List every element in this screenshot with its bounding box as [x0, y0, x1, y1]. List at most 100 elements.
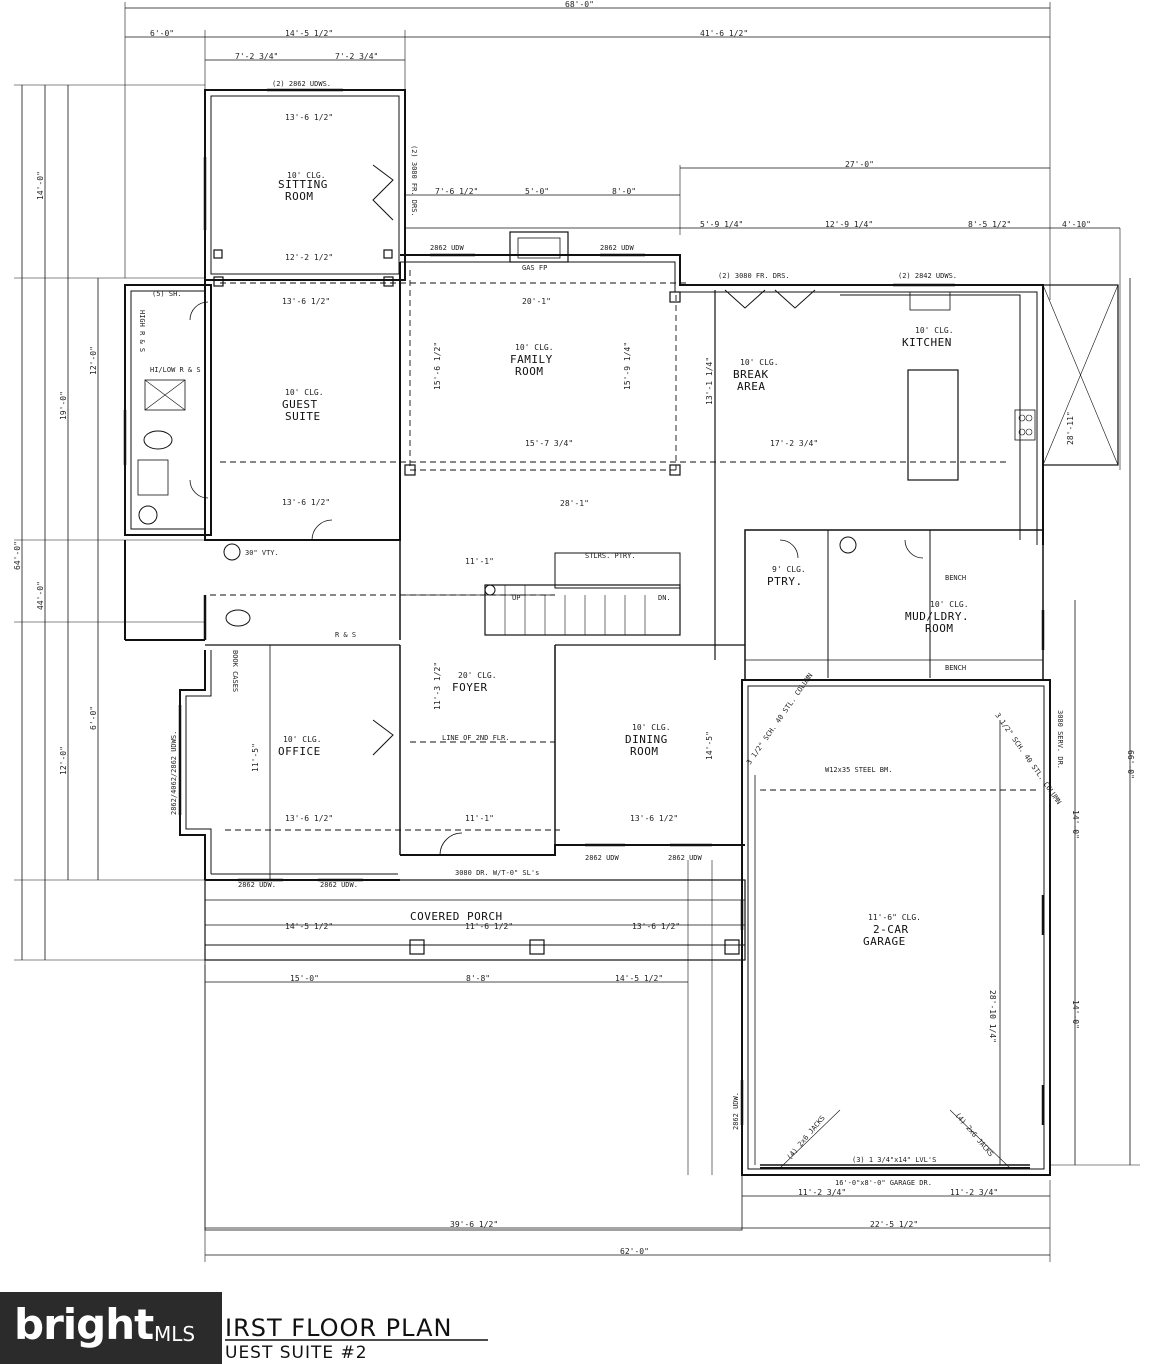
room-name-kitchen: KITCHEN	[902, 336, 952, 349]
room-kitchen: 10' CLG. KITCHEN	[902, 326, 954, 349]
room-garage: 11'-6" CLG. 2-CAR GARAGE	[863, 913, 921, 948]
dim-guest-w: 13'-6 1/2"	[282, 297, 330, 306]
room-name-break: BREAK	[733, 368, 769, 381]
dim-overall-top: 68'-0"	[565, 0, 594, 9]
dim-overall-bottom: 62'-0"	[620, 1247, 649, 1256]
room-name-break-2: AREA	[737, 380, 766, 393]
label-bench: BENCH	[945, 574, 966, 582]
ceiling-office: 10' CLG.	[283, 735, 322, 744]
room-dining: 10' CLG. DINING ROOM	[625, 723, 671, 758]
label-windows-kitchen: (2) 2842 UDWS.	[898, 272, 957, 280]
dim-hall-w: 28'-1"	[560, 499, 589, 508]
room-name-dining: DINING	[625, 733, 668, 746]
ceiling-sitting: 10' CLG.	[287, 171, 326, 180]
dim-left-c: 19'-0"	[59, 391, 68, 420]
label-dining-w2: 2862 UDW	[668, 854, 703, 862]
label-hi-lo: HI/LOW R & S	[150, 366, 201, 374]
label-windows-fam-l: 2862 UDW	[430, 244, 465, 252]
label-bench-2: BENCH	[945, 664, 966, 672]
dim-lower-b: 8'-8"	[466, 974, 490, 983]
room-name-garage: 2-CAR	[873, 923, 909, 936]
dim-porch-w: 11'-6 1/2"	[465, 922, 513, 931]
room-name-office: OFFICE	[278, 745, 321, 758]
room-porch: COVERED PORCH	[410, 910, 503, 923]
dim-fam-c: 8'-0"	[612, 187, 636, 196]
dim-bottom-left: 39'-6 1/2"	[450, 1220, 498, 1229]
label-stairs-ptry: STLRS. PTRY.	[585, 552, 636, 560]
dim-dining-w: 13'-6 1/2"	[630, 814, 678, 823]
dim-foyer-h: 11'-3 1/2"	[433, 662, 442, 710]
label-vty: 30" VTY.	[245, 549, 279, 557]
label-rs: R & S	[335, 631, 356, 639]
room-name-porch: COVERED PORCH	[410, 910, 503, 923]
label-stl-col-r: 3 1/2" SCH. 40 STL. COLUMN	[993, 712, 1062, 806]
ceiling-break: 10' CLG.	[740, 358, 779, 367]
dim-left-a: 14'-0"	[36, 171, 45, 200]
dim-fam-b: 5'-0"	[525, 187, 549, 196]
label-jacks-r: (4) 2x6 JACKS	[953, 1111, 994, 1158]
dim-bottom-right: 22'-5 1/2"	[870, 1220, 918, 1229]
ceiling-mud: 10' CLG.	[930, 600, 969, 609]
dim-garage-depth: 28'-10 1/4"	[988, 990, 997, 1043]
dim-family-h: 15'-6 1/2"	[433, 342, 442, 390]
label-dining-w1: 2862 UDW	[585, 854, 620, 862]
room-name-family-2: ROOM	[515, 365, 544, 378]
label-serv-dr: 3080 SERV. DR.	[1056, 710, 1064, 769]
dim-right-total: 66'-0"	[1126, 750, 1135, 779]
room-foyer: 20' CLG. FOYER	[452, 671, 497, 694]
dim-break-bot: 17'-2 3/4"	[770, 439, 818, 448]
dim-garage-w2: 11'-2 3/4"	[950, 1188, 998, 1197]
room-name-ptry: PTRY.	[767, 575, 803, 588]
label-book-cases: BOOK CASES	[231, 650, 239, 692]
room-office: 10' CLG. OFFICE	[278, 735, 322, 758]
dim-k-d: 4'-10"	[1062, 220, 1091, 229]
room-break: 10' CLG. BREAK AREA	[733, 358, 779, 393]
dim-foyer-w: 11'-1"	[465, 557, 494, 566]
dim-top-left: 6'-0"	[150, 29, 174, 38]
label-garage-door: 16'-0"x8'-0" GARAGE DR.	[835, 1179, 932, 1187]
dim-sitting-b: 7'-2 3/4"	[335, 52, 378, 61]
label-garage-w: 2862 UDW.	[732, 1092, 740, 1130]
room-name-sitting-2: ROOM	[285, 190, 314, 203]
plan-subtitle: UEST SUITE #2	[225, 1343, 368, 1363]
brand-suffix: MLS	[154, 1322, 196, 1346]
dim-family-bot: 15'-7 3/4"	[525, 439, 573, 448]
dim-family-h2: 15'-9 1/4"	[623, 342, 632, 390]
dim-left-total: 64'-0"	[13, 541, 22, 570]
label-sh: (5) SH.	[152, 290, 182, 298]
room-mud: 10' CLG. MUD/LDRY. ROOM	[905, 600, 969, 635]
dim-lower-a: 15'-0"	[290, 974, 319, 983]
dim-porch-left: 14'-5 1/2"	[285, 922, 333, 931]
dim-sitting-a: 7'-2 3/4"	[235, 52, 278, 61]
dim-left-e: 12'-0"	[59, 746, 68, 775]
label-front-door: 3080 DR. W/T-0" SL's	[455, 869, 539, 877]
dim-family-w: 20'-1"	[522, 297, 551, 306]
dim-right-a: 14'-0"	[1071, 810, 1080, 839]
dim-right-b: 14'-0"	[1071, 1000, 1080, 1029]
label-jacks-l: (4) 2x6 JACKS	[785, 1114, 826, 1161]
label-office-windows: 2862/4062/2862 UDWS.	[170, 731, 178, 815]
room-sitting: 10' CLG. SITTING ROOM	[278, 171, 328, 203]
room-name-sitting: SITTING	[278, 178, 328, 191]
dim-right-c: 28'-11"	[1066, 411, 1075, 445]
dim-office-h: 11'-5"	[251, 743, 260, 772]
dim-porch-right: 13'-6 1/2"	[632, 922, 680, 931]
room-name-guest: GUEST	[282, 398, 318, 411]
room-name-dining-2: ROOM	[630, 745, 659, 758]
label-high-rs: HIGH R & S	[138, 310, 146, 352]
ceiling-kitchen: 10' CLG.	[915, 326, 954, 335]
label-lvl: (3) 1 3/4"x14" LVL'S	[852, 1156, 936, 1164]
dim-left-b: 44'-0"	[36, 581, 45, 610]
dim-garage-w1: 11'-2 3/4"	[798, 1188, 846, 1197]
dim-top-mid: 14'-5 1/2"	[285, 29, 333, 38]
dim-office-w: 13'-6 1/2"	[285, 814, 333, 823]
room-guest: 10' CLG. GUEST SUITE	[282, 388, 324, 423]
label-porch-w1: 2862 UDW.	[238, 881, 276, 889]
dim-sitting-w: 13'-6 1/2"	[285, 113, 333, 122]
label-steel-beam: W12x35 STEEL BM.	[825, 766, 892, 774]
dim-k-b: 12'-9 1/4"	[825, 220, 873, 229]
ceiling-dining: 10' CLG.	[632, 723, 671, 732]
ceiling-garage: 11'-6" CLG.	[868, 913, 921, 922]
dim-lower-c: 14'-5 1/2"	[615, 974, 663, 983]
